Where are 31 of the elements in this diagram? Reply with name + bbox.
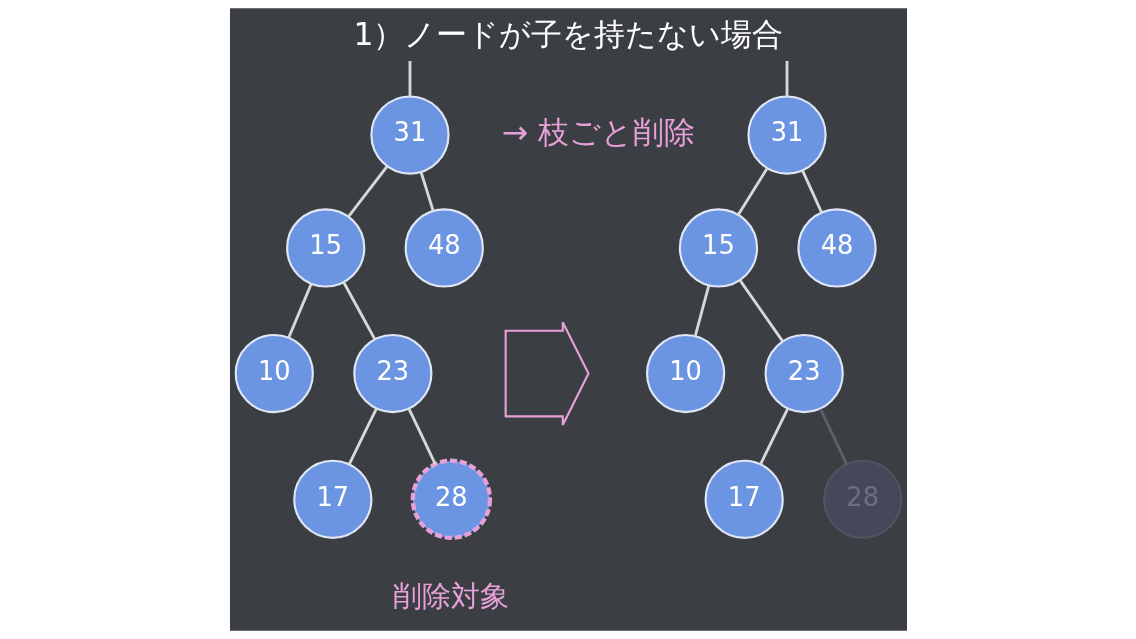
node-circle: 17 <box>292 459 372 539</box>
node-circle: 31 <box>369 95 450 175</box>
node-circle: 31 <box>746 95 827 175</box>
connector <box>419 172 434 212</box>
connector <box>408 61 411 97</box>
node-circle: 28 <box>410 458 492 540</box>
connector <box>818 408 848 465</box>
node-arrow <box>504 321 590 427</box>
diagram-title: 1）ノードが子を持たない場合 <box>353 15 783 52</box>
connector <box>341 281 376 340</box>
connector <box>758 407 789 465</box>
connector <box>785 61 788 97</box>
node-circle: 48 <box>796 208 877 288</box>
connector <box>800 170 823 213</box>
connector <box>286 283 312 339</box>
node-circle: 10 <box>234 333 314 414</box>
node-circle: 48 <box>404 208 484 288</box>
connector <box>693 285 710 337</box>
node-circle: 23 <box>764 333 844 414</box>
label: → 枝ごと削除 <box>501 114 695 151</box>
connector <box>347 165 388 218</box>
node-circle: 15 <box>285 208 365 288</box>
node-circle: 10 <box>645 333 725 414</box>
connector <box>738 279 784 342</box>
connector <box>347 407 378 465</box>
node-circle: 17 <box>704 459 784 539</box>
node-circle: 23 <box>352 333 432 414</box>
node-label: 削除対象 <box>392 579 509 614</box>
connector <box>736 167 768 216</box>
node-circle: 15 <box>678 208 758 288</box>
connector <box>407 408 436 465</box>
